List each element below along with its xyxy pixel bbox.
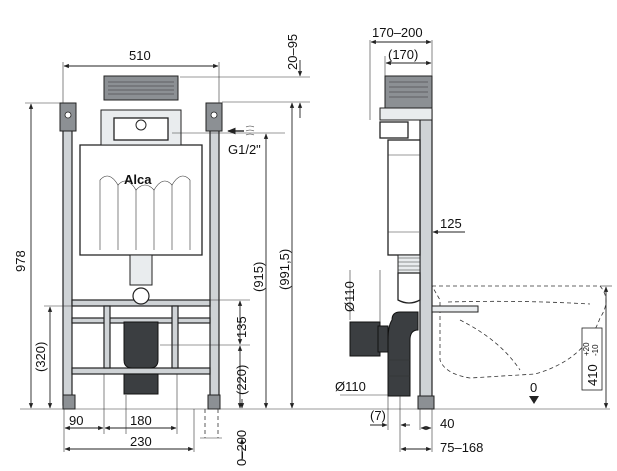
toilet-bowl-outline — [431, 285, 607, 379]
frame-left-post — [62, 104, 73, 406]
side-top-plate — [379, 107, 433, 121]
frame-inner-bar-right — [171, 305, 179, 369]
dim-d110-lower: Ø110 — [335, 379, 366, 394]
side-frame-foot — [417, 395, 435, 410]
dim-978: 978 — [13, 250, 28, 272]
dim-125: 125 — [440, 216, 462, 231]
frame-right-post — [209, 104, 220, 406]
dim-220: (220) — [234, 365, 249, 395]
dim-170: (170) — [388, 47, 418, 62]
side-bend — [397, 272, 421, 304]
outlet-neck — [129, 254, 153, 286]
cistern-tank — [79, 144, 203, 256]
flush-grille — [103, 75, 179, 101]
outlet-ring — [132, 287, 150, 305]
side-drain-elbow — [387, 311, 419, 397]
dim-135: 135 — [234, 316, 249, 338]
front-view: Alca G1/2" 510 20–95 978 — [13, 34, 610, 466]
brand-label: Alca — [124, 172, 152, 187]
side-branch-pipe — [349, 321, 381, 357]
side-valve — [379, 121, 409, 139]
dim-230: 230 — [130, 434, 152, 449]
side-frame-post — [419, 109, 433, 409]
dim-410-tol-minus: -10 — [591, 344, 600, 356]
dim-0: 0 — [530, 380, 537, 395]
zero-marker — [529, 396, 539, 404]
dim-410-tol-plus: +20 — [582, 342, 591, 356]
dim-410: 410 — [585, 364, 600, 386]
dim-180: 180 — [130, 413, 152, 428]
frame-foot-right — [207, 394, 221, 410]
side-view: 0 170–200 (170) 125 Ø110 Ø110 (7) 40 75–… — [335, 25, 612, 455]
dim-75-168: 75–168 — [440, 440, 483, 455]
frame-foot-left — [62, 394, 76, 410]
dim-170-200: 170–200 — [372, 25, 423, 40]
dim-510: 510 — [129, 48, 151, 63]
dim-d110-upper: Ø110 — [342, 281, 357, 312]
side-cistern — [387, 139, 421, 256]
dim-40: 40 — [440, 416, 454, 431]
dim-7: (7) — [370, 408, 386, 423]
inlet-label: G1/2" — [228, 142, 261, 157]
dim-90: 90 — [69, 413, 83, 428]
bowl-bracket — [431, 305, 479, 313]
dim-410-box — [581, 327, 603, 391]
dim-320: (320) — [33, 342, 48, 372]
dim-915: (915) — [251, 262, 266, 292]
dim-20-95: 20–95 — [285, 34, 300, 70]
frame-bottom-rail — [71, 367, 211, 375]
frame-inner-bar-left — [103, 305, 111, 369]
dim-991-5: (991,5) — [277, 249, 292, 290]
dim-0-200: 0–200 — [234, 430, 249, 466]
drain-pipe-front — [123, 321, 159, 369]
